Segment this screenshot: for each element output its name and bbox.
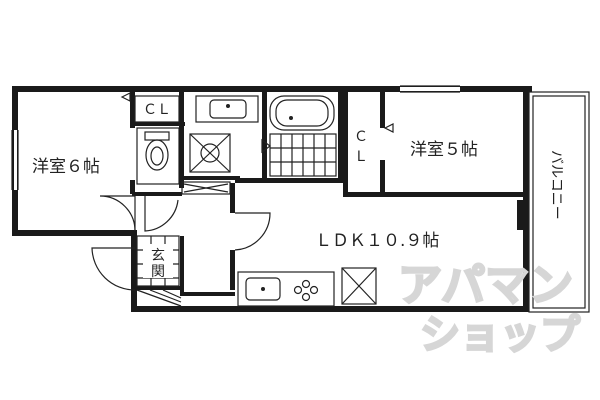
kitchen-counter [237, 271, 335, 307]
hall-storage [181, 181, 231, 195]
balcony [528, 91, 590, 313]
entrance-label-2: 関 [151, 264, 165, 280]
toilet-icon [144, 131, 170, 171]
western-room-6-label: 洋室６帖 [32, 157, 100, 177]
door-swings [91, 195, 271, 291]
stove-icon [293, 279, 319, 302]
western-room-5-label: 洋室５帖 [410, 140, 478, 160]
ldk-label: ＬＤＫ１０.９帖 [315, 231, 439, 251]
washing-machine-icon [189, 133, 231, 173]
interior-walls [130, 92, 523, 296]
watermark-logo: アパマン ショップ [397, 259, 582, 360]
entrance-label-1: 玄 [151, 247, 165, 264]
refrigerator-icon [341, 267, 377, 305]
balcony-label: バルコニー [548, 150, 564, 220]
entrance-area [136, 235, 182, 307]
washbasin-icon [195, 95, 259, 123]
closet-2-label-top: Ｃ [354, 129, 368, 145]
closet-2-label-bottom: Ｌ [354, 149, 368, 165]
svg-text:アパマン: アパマン [398, 260, 573, 311]
bathroom-tiles [269, 133, 337, 177]
bathtub-icon [269, 95, 335, 131]
svg-text:ショップ: ショップ [420, 312, 580, 358]
closet-1-label: ＣＬ [143, 102, 171, 118]
